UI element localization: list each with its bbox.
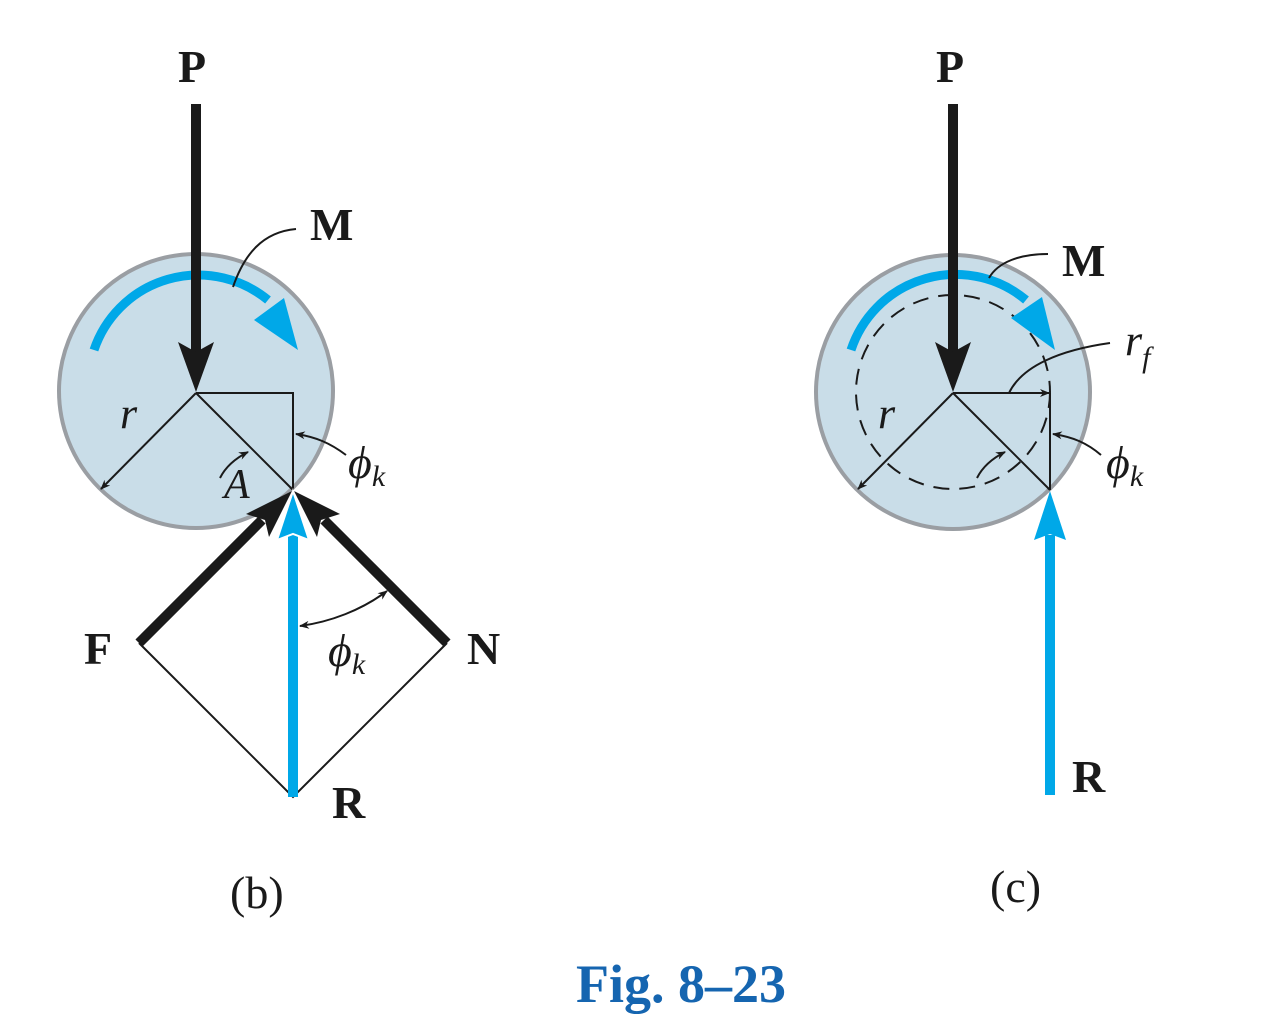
moment-leader-c	[988, 253, 1049, 279]
friction-shaft	[135, 516, 266, 647]
panel-b: M P r A ϕk F N R ϕk (b)	[57, 41, 500, 918]
angle-label-bottom-b: ϕk	[328, 625, 366, 681]
angle-leader-c	[1052, 431, 1102, 456]
normal-shaft	[320, 516, 451, 647]
rf-leader	[1008, 342, 1111, 394]
angle-arc-bottom-b	[299, 590, 388, 629]
moment-label-b: M	[310, 199, 353, 250]
panel-c: M P r rf ϕk R (c)	[814, 41, 1154, 912]
resultant-label-c: R	[1072, 751, 1106, 802]
angle-label-c: ϕk	[1106, 437, 1144, 493]
normal-arrowhead	[294, 491, 340, 537]
load-arrowhead-b	[178, 342, 214, 392]
load-label-b: P	[178, 41, 206, 92]
angle-leader-top-b	[295, 431, 347, 456]
moment-arrowhead-b	[254, 298, 298, 350]
resultant-arrowhead-c	[1034, 491, 1066, 540]
angle-label-top-b: ϕk	[348, 437, 386, 493]
normal-label: N	[467, 623, 500, 674]
radius-line-c	[857, 392, 954, 490]
moment-arc-b	[89, 270, 271, 352]
resultant-arrowhead-b	[275, 487, 311, 542]
moment-leader-b	[232, 228, 297, 288]
radius-line-b	[100, 392, 197, 490]
moment-arc-c	[846, 269, 1029, 352]
friction-label: F	[84, 623, 112, 674]
moment-label-c: M	[1062, 235, 1105, 286]
moment-arrowhead-c	[1011, 297, 1055, 350]
sublabel-c: (c)	[990, 861, 1041, 912]
angle-arc-c	[976, 451, 1006, 479]
load-shaft-b	[191, 104, 201, 354]
resultant-shaft-c	[1045, 535, 1055, 795]
contact-line-c	[952, 392, 1051, 491]
load-arrowhead-c	[935, 342, 971, 392]
contact-line-b	[195, 392, 294, 491]
angle-arc-a	[219, 451, 249, 479]
radius-label-b: r	[120, 389, 138, 438]
resultant-label-b: R	[332, 777, 366, 828]
point-label-a: A	[221, 462, 250, 508]
construction-lines-b	[196, 392, 294, 490]
sublabel-b: (b)	[230, 867, 284, 918]
friction-arrowhead	[246, 491, 292, 537]
figure-caption: Fig. 8–23	[576, 954, 786, 1014]
resultant-shaft-b	[288, 535, 298, 797]
load-label-c: P	[936, 41, 964, 92]
rf-label: rf	[1125, 316, 1154, 374]
load-shaft-c	[948, 104, 958, 354]
radius-label-c: r	[878, 389, 896, 438]
